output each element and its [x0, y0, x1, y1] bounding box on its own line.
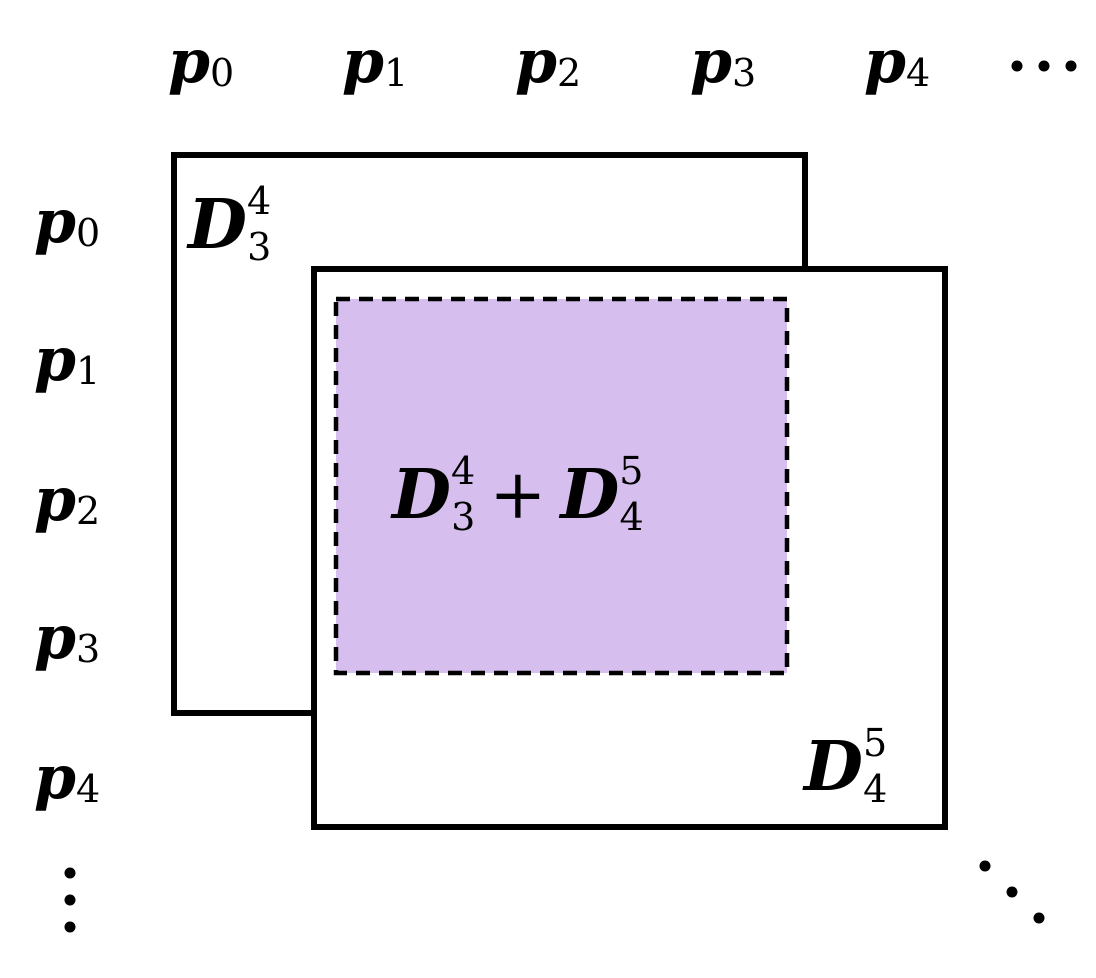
column-label-p4: p4	[864, 27, 930, 97]
row-label-p3: p3	[34, 603, 100, 673]
row-label-p0: p0	[34, 187, 100, 257]
column-labels: p0 p1 p2 p3 p4	[168, 27, 930, 97]
horizontal-ellipsis-icon	[1011, 60, 1077, 72]
row-label-p2: p2	[34, 465, 100, 535]
vertical-ellipsis-icon	[64, 867, 76, 933]
diagonal-ellipsis-icon	[979, 860, 1045, 924]
column-label-p0: p0	[168, 27, 234, 97]
column-label-p2: p2	[515, 27, 581, 97]
row-label-p4: p4	[34, 743, 100, 813]
overlap-region	[333, 296, 790, 676]
row-labels: p0 p1 p2 p3 p4	[34, 187, 100, 813]
column-label-p3: p3	[690, 27, 756, 97]
row-label-p1: p1	[34, 325, 100, 395]
column-label-p1: p1	[342, 27, 408, 97]
